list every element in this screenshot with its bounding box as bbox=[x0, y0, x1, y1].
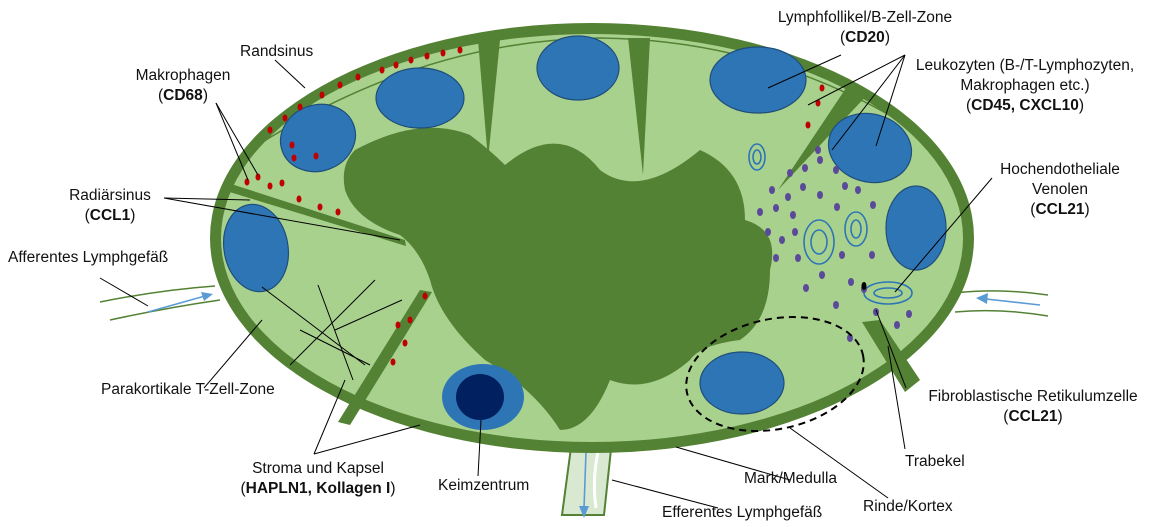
label-mark: Mark/Medulla bbox=[744, 469, 837, 489]
label-keimzentrum: Keimzentrum bbox=[438, 476, 529, 496]
label-leukozyten: Leukozyten (B-/T-Lymphozyten, Makrophage… bbox=[880, 56, 1170, 116]
right-vessel bbox=[955, 291, 1048, 316]
label-stroma: Stroma und Kapsel (HAPLN1, Kollagen I) bbox=[218, 459, 418, 499]
label-afferentes: Afferentes Lymphgefäß bbox=[8, 248, 168, 268]
label-parakortikale: Parakortikale T-Zell-Zone bbox=[101, 380, 275, 400]
afferent-vessel bbox=[100, 286, 220, 320]
label-trabekel: Trabekel bbox=[905, 452, 965, 472]
label-rinde: Rinde/Kortex bbox=[863, 497, 953, 517]
label-radiaersinus: Radiärsinus (CCL1) bbox=[50, 186, 170, 226]
germinal-center bbox=[442, 364, 524, 430]
label-lymphfollikel: Lymphfollikel/B-Zell-Zone (CD20) bbox=[745, 8, 985, 48]
label-efferentes: Efferentes Lymphgefäß bbox=[662, 503, 822, 523]
frc-cell bbox=[862, 282, 867, 290]
label-fibroblastische: Fibroblastische Retikulumzelle (CCL21) bbox=[895, 387, 1171, 427]
label-hochendotheliale: Hochendotheliale Venolen (CCL21) bbox=[975, 160, 1145, 220]
label-randsinus: Randsinus bbox=[240, 42, 313, 62]
label-makrophagen: Makrophagen (CD68) bbox=[128, 66, 238, 106]
